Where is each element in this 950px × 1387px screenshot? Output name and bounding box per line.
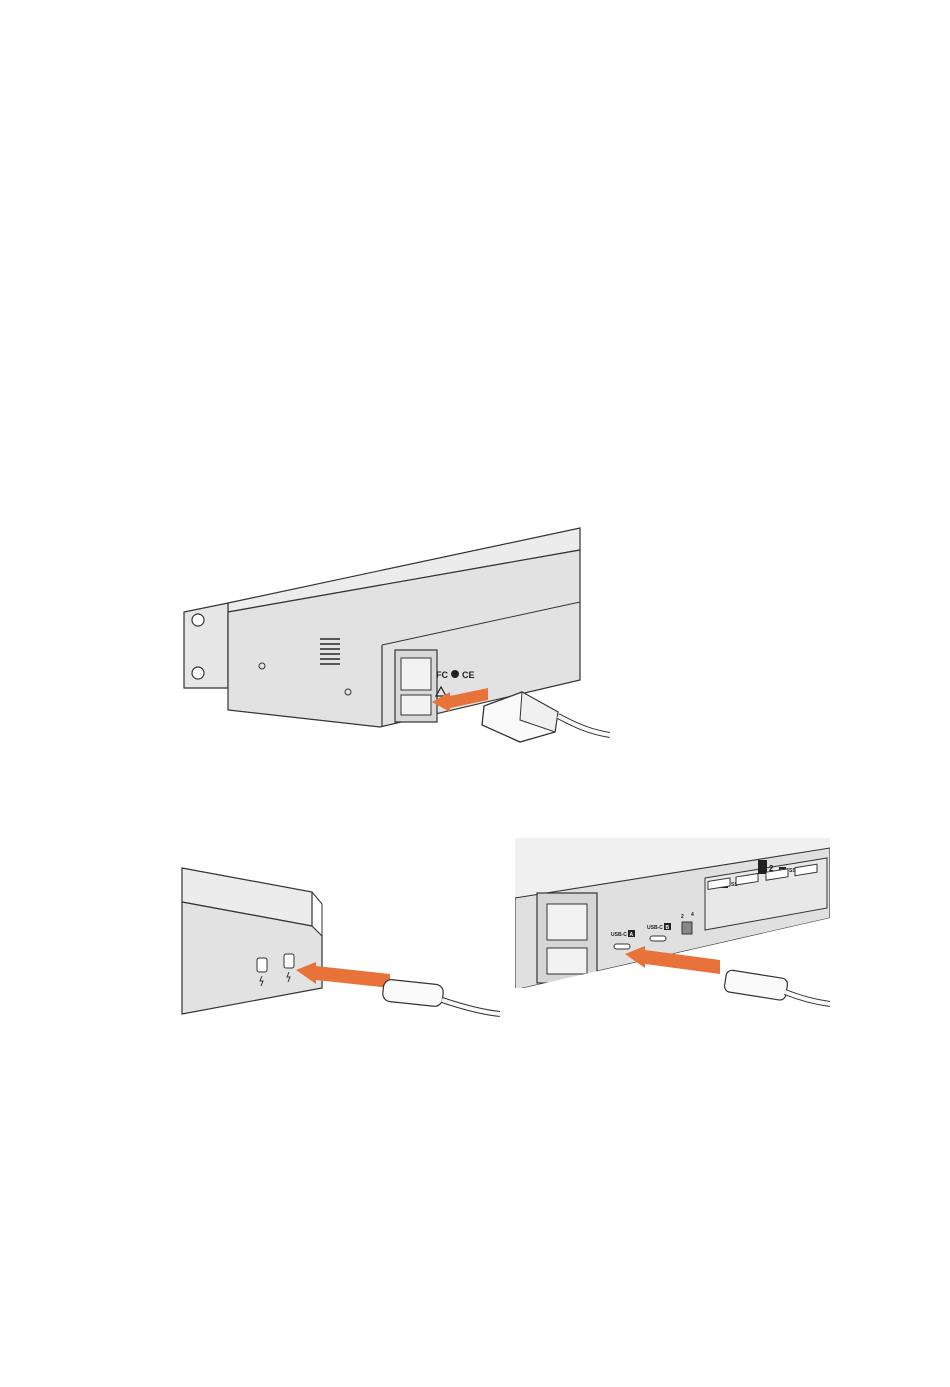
fuse-holder [547,948,587,974]
rcm-mark [451,670,459,678]
switch-label-2: 2 [681,914,684,920]
power-inlet-socket [547,904,587,940]
thunderbolt-port-2 [284,954,294,968]
ce-mark: CE [462,670,475,680]
switch-label-4: 4 [691,912,694,918]
rack-ear-hole-top [192,614,204,626]
chassis-edge [312,892,322,904]
background-corner [515,988,635,1020]
power-plug [482,692,610,742]
usb-c-port-a [614,944,630,949]
usbc-connection-illustration: USB-C A USB-C B 2 4 2 A SS B SS [515,838,830,1020]
rack-ear [184,603,228,688]
thunderbolt-connection-illustration [180,860,500,1020]
usb-c-port-b [650,936,666,941]
usb-c-a-label: USB-C [611,932,627,938]
mode-switch [682,922,692,934]
usb-c-b-label: USB-C [647,925,663,931]
usb-c-b-badge: B [666,925,670,931]
power-inlet-socket [401,658,431,690]
usb-c-a-badge: A [630,932,634,938]
rack-unit-power-illustration: FC CE [170,520,610,750]
thunderbolt-port-1 [257,958,267,972]
fcc-mark: FC [436,670,448,680]
fuse-holder [401,695,431,715]
rack-ear-hole-bottom [192,667,204,679]
usb-c-plug [382,979,500,1014]
